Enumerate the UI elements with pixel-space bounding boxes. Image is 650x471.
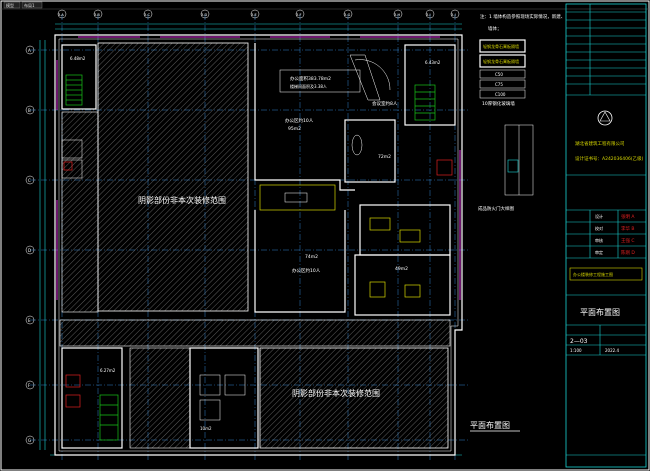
svg-text:设计证书号：A242036406(乙级): 设计证书号：A242036406(乙级) [575, 155, 644, 162]
tab-layout[interactable]: 布局1 [24, 2, 35, 8]
svg-text:楼梯间面积及3.38人: 楼梯间面积及3.38人 [290, 83, 327, 89]
stair-core-left: 6.48m2 [61, 44, 97, 179]
svg-text:95m2: 95m2 [288, 126, 301, 132]
plan-title-bottom: 平面布置图 [470, 420, 510, 430]
layout-tabs[interactable]: 模型 布局1 [3, 1, 43, 9]
svg-text:3-C: 3-C [144, 13, 150, 17]
svg-text:轻钢龙骨石膏板隔墙: 轻钢龙骨石膏板隔墙 [483, 43, 519, 49]
svg-text:10m2: 10m2 [200, 426, 212, 431]
svg-text:6.43m2: 6.43m2 [425, 60, 441, 65]
svg-text:C50: C50 [495, 72, 503, 77]
svg-text:平面布置图: 平面布置图 [580, 307, 620, 317]
svg-text:G: G [28, 438, 31, 443]
svg-text:6.27m2: 6.27m2 [100, 368, 116, 373]
svg-text:张明 A: 张明 A [621, 213, 635, 220]
svg-text:3-J: 3-J [451, 13, 456, 17]
svg-text:会议室约8人: 会议室约8人 [372, 100, 398, 107]
svg-text:74m2: 74m2 [305, 254, 318, 260]
svg-text:设计: 设计 [595, 213, 603, 219]
svg-text:E: E [28, 318, 31, 323]
stair-core-right: 6.43m2 [404, 44, 456, 176]
title-block: 湖北省建筑工程有限公司 设计证书号：A242036406(乙级) 设计 张明 A… [565, 3, 647, 468]
svg-text:1:100: 1:100 [570, 348, 582, 353]
building-walls [54, 34, 463, 456]
svg-text:审核: 审核 [595, 237, 603, 243]
svg-text:轻钢龙骨石膏板隔墙: 轻钢龙骨石膏板隔墙 [483, 58, 519, 64]
tab-model[interactable]: 模型 [6, 2, 14, 8]
svg-text:3-E: 3-E [251, 13, 257, 17]
svg-text:C: C [28, 178, 31, 183]
svg-text:3-H: 3-H [394, 13, 400, 17]
svg-text:6.48m2: 6.48m2 [70, 56, 86, 61]
svg-text:3-A: 3-A [58, 13, 64, 17]
svg-text:F: F [28, 383, 31, 388]
svg-text:办公区约10人: 办公区约10人 [292, 267, 321, 274]
svg-text:校对: 校对 [595, 225, 603, 231]
svg-text:审定: 审定 [595, 249, 603, 255]
svg-text:办公区约10人: 办公区约10人 [285, 117, 314, 124]
notes-legend: 注：1 墙体构造参照现场实际情况，新建、 墙体； 轻钢龙骨石膏板隔墙 轻钢龙骨石… [478, 13, 565, 212]
svg-text:李华 B: 李华 B [621, 225, 635, 232]
svg-text:B: B [28, 108, 31, 113]
office-south: 74m2 办公区约10人 49m2 [254, 204, 451, 316]
svg-text:3-G: 3-G [344, 13, 351, 17]
hatched-zone-left [97, 42, 249, 312]
svg-text:10厚钢化玻璃墙: 10厚钢化玻璃墙 [482, 100, 515, 107]
office-north: 办公面积383.78m2 楼梯间面积及3.38人 办公区约10人 95m2 会议… [254, 43, 398, 211]
grid-labels-top: 3-A 3-B 3-C 3-D 3-E 3-F 3-G 3-H 3-I 3-J [57, 9, 460, 19]
svg-text:C100: C100 [495, 92, 506, 97]
svg-text:2—03: 2—03 [570, 338, 588, 345]
svg-text:成品防火门大样图: 成品防火门大样图 [478, 205, 514, 212]
bottom-zone-label: 阴影部份非本次装修范围 [292, 388, 380, 398]
svg-text:49m2: 49m2 [395, 266, 408, 272]
svg-text:C75: C75 [495, 82, 503, 87]
svg-text:3-I: 3-I [426, 13, 431, 17]
svg-text:办公楼装修工程施工图: 办公楼装修工程施工图 [573, 271, 613, 277]
company-logo-icon [597, 110, 613, 126]
svg-text:注：1 墙体构造参照现场实际情况，新建、: 注：1 墙体构造参照现场实际情况，新建、 [480, 13, 565, 20]
svg-text:办公面积383.78m2: 办公面积383.78m2 [290, 75, 331, 82]
svg-text:A: A [28, 48, 31, 53]
svg-text:3-F: 3-F [296, 13, 302, 17]
svg-text:2022.4: 2022.4 [605, 348, 619, 353]
svg-text:墙体；: 墙体； [488, 25, 502, 32]
stair-core-bottom: 6.27m2 10m2 [61, 347, 259, 449]
svg-text:陈刚 D: 陈刚 D [621, 249, 635, 256]
svg-text:湖北省建筑工程有限公司: 湖北省建筑工程有限公司 [575, 140, 625, 147]
hatched-zone-bottom [259, 347, 449, 449]
svg-text:D: D [28, 248, 31, 253]
svg-text:3-B: 3-B [94, 13, 100, 17]
svg-text:72m2: 72m2 [378, 154, 391, 160]
left-zone-label: 阴影部份非本次装修范围 [138, 195, 226, 205]
svg-text:王强 C: 王强 C [621, 238, 635, 244]
grid-labels-left: A B C D E F G [25, 45, 35, 445]
svg-text:3-D: 3-D [201, 13, 207, 17]
